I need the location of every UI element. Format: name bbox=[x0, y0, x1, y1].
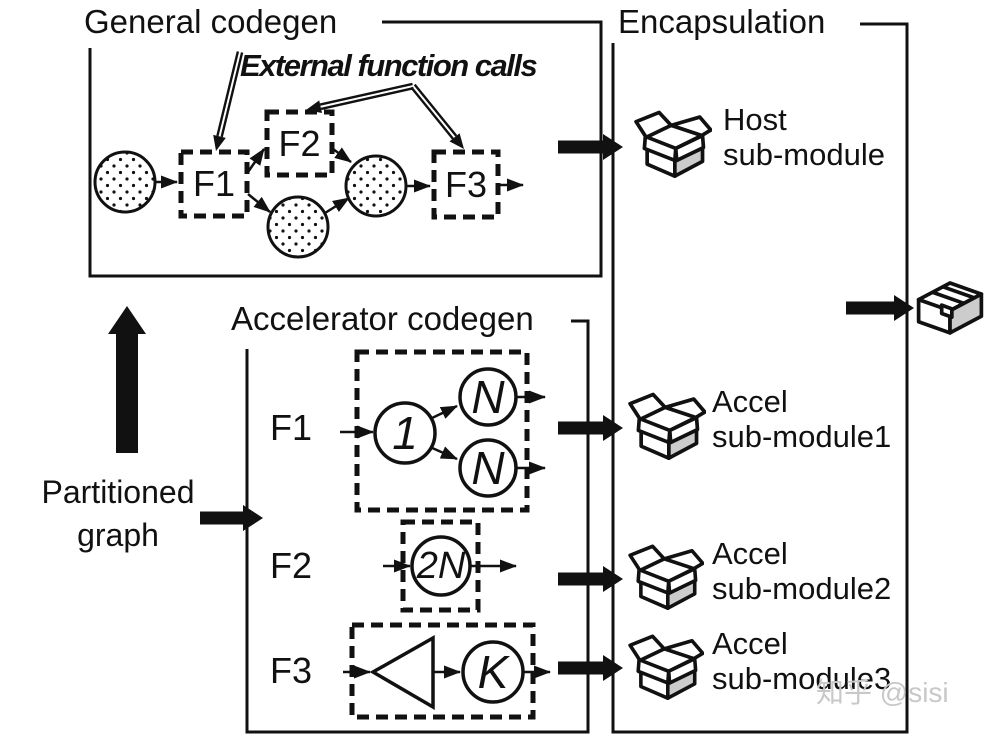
watermark: 知乎 @sisi bbox=[816, 677, 949, 708]
arrow-to-accel-submodule2 bbox=[558, 566, 623, 592]
accel-f3-subgraph bbox=[343, 622, 551, 720]
f3-dashed-box bbox=[431, 149, 501, 220]
arrow-to-accel-submodule1 bbox=[558, 415, 623, 441]
accel-submodule2-detail: sub-module2 bbox=[712, 571, 892, 606]
general-graph bbox=[93, 109, 524, 259]
node-label-n-bottom: N bbox=[471, 442, 505, 494]
host-submodule-name: Host bbox=[723, 102, 787, 137]
external-call-arrow-f3 bbox=[410, 83, 464, 149]
general-f1-node-label: F1 bbox=[192, 163, 235, 204]
arrow-partitioned-to-accelerator bbox=[200, 505, 263, 531]
arrow-partitioned-to-general bbox=[108, 306, 146, 453]
partitioned-graph-label: Partitioned graph bbox=[18, 471, 218, 557]
encapsulation-title: Encapsulation bbox=[618, 3, 826, 40]
accelerator-codegen-frame bbox=[245, 319, 590, 734]
accel-submodule3-name: Accel bbox=[712, 626, 788, 661]
package-icon bbox=[916, 281, 984, 335]
open-box-icon bbox=[628, 392, 706, 460]
arrow-to-accel-submodule3 bbox=[558, 655, 623, 681]
accelerator-codegen-title: Accelerator codegen bbox=[231, 300, 534, 337]
dotted-node-icon bbox=[344, 154, 408, 218]
node-label-k: K bbox=[477, 646, 509, 698]
open-box-icon bbox=[628, 544, 704, 610]
external-call-arrow-f1 bbox=[213, 51, 244, 151]
accel-submodule3-detail: sub-module3 bbox=[712, 661, 892, 696]
arrow-to-final-package bbox=[846, 295, 914, 321]
amplifier-triangle-icon bbox=[369, 634, 435, 711]
general-f3-node-label: F3 bbox=[444, 163, 487, 205]
node-label-2n: 2N bbox=[416, 544, 466, 587]
accel-f1-subgraph bbox=[340, 349, 546, 513]
accel-submodule1-detail: sub-module1 bbox=[712, 419, 892, 454]
accel-submodule1-name: Accel bbox=[712, 384, 788, 419]
open-box-icon bbox=[634, 110, 712, 178]
open-box-icon bbox=[628, 634, 704, 700]
node-label-one: 1 bbox=[392, 407, 418, 459]
f1-dashed-box bbox=[178, 149, 250, 219]
f2-dashed-box bbox=[264, 109, 335, 178]
dotted-node-icon bbox=[266, 195, 330, 259]
general-codegen-frame bbox=[88, 20, 603, 278]
accel-f2-subgraph bbox=[383, 519, 517, 613]
accel-row-label-f3: F3 bbox=[270, 650, 313, 691]
general-codegen-title: General codegen bbox=[84, 3, 338, 40]
accel-submodule2-name: Accel bbox=[712, 536, 788, 571]
general-f2-node-label: F2 bbox=[278, 122, 321, 164]
external-function-calls-label: External function calls bbox=[240, 48, 538, 83]
partitioned-graph-line1: Partitioned bbox=[41, 474, 195, 510]
accel-row-label-f1: F1 bbox=[270, 407, 313, 448]
node-label-n-top: N bbox=[471, 371, 505, 423]
encapsulation-frame bbox=[611, 22, 909, 734]
arrow-to-host-submodule bbox=[558, 134, 623, 160]
partitioned-graph-line2: graph bbox=[77, 517, 159, 553]
dotted-node-icon bbox=[93, 150, 157, 214]
external-call-arrows bbox=[213, 51, 464, 151]
external-call-arrow-f2 bbox=[306, 82, 414, 113]
host-submodule-detail: sub-module bbox=[723, 137, 885, 172]
accel-row-label-f2: F2 bbox=[270, 545, 313, 586]
flow-arrows bbox=[108, 134, 914, 681]
